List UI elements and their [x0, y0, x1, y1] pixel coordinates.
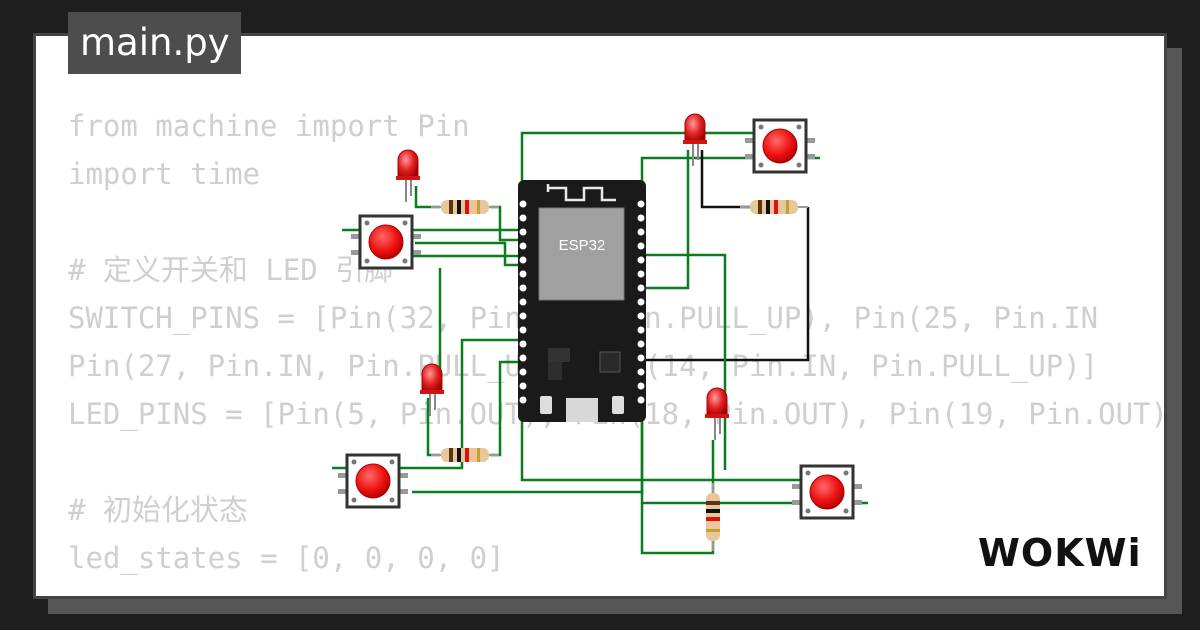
file-tab[interactable]: main.py	[68, 12, 241, 74]
resistor-2[interactable]	[739, 199, 809, 215]
push-button-2[interactable]	[743, 118, 817, 174]
push-button-3[interactable]	[336, 453, 410, 509]
code-line: import time	[68, 157, 261, 191]
resistor-1[interactable]	[430, 199, 500, 215]
code-line: from machine import Pin	[68, 109, 470, 143]
led-3[interactable]	[419, 363, 445, 417]
code-line: led_states = [0, 0, 0, 0]	[68, 541, 505, 575]
wokwi-logo-text: WOKWi	[978, 531, 1142, 575]
esp32-board[interactable]: ESP32	[518, 180, 646, 422]
esp32-label: ESP32	[559, 237, 606, 254]
code-line: # 定义开关和 LED 引脚	[68, 253, 394, 287]
resistor-4[interactable]	[705, 482, 721, 552]
wokwi-logo: WOKWi	[978, 531, 1142, 575]
resistor-3[interactable]	[430, 447, 500, 463]
push-button-4[interactable]	[790, 464, 864, 520]
code-line: # 初始化状态	[68, 493, 248, 527]
push-button-1[interactable]	[349, 214, 423, 270]
